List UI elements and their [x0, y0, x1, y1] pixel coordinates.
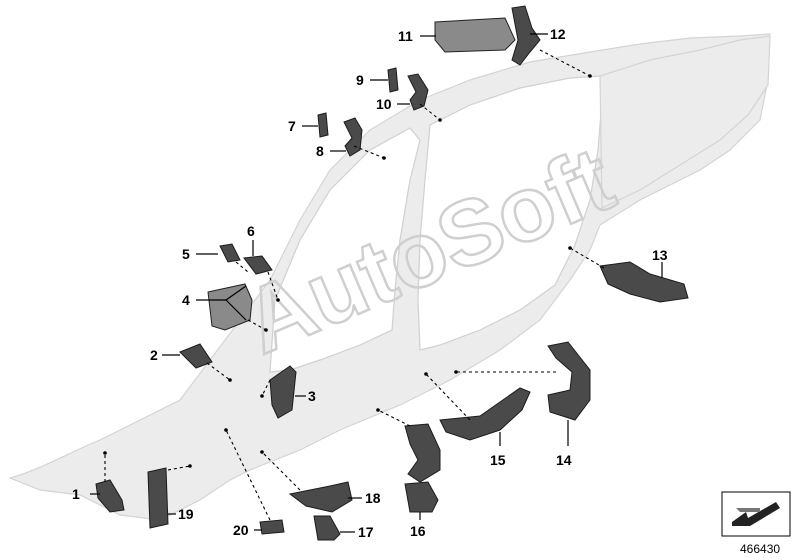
part-4 [207, 283, 253, 331]
part-16-lower [404, 481, 439, 513]
callout-3: 3 [308, 388, 316, 404]
callout-18: 18 [365, 490, 381, 506]
diagram-number: 466430 [740, 542, 780, 556]
part-10 [407, 73, 429, 111]
part-20 [259, 519, 285, 535]
part-2 [179, 343, 213, 369]
arrow-view-direction-icon [721, 491, 791, 537]
side-panel-body [8, 33, 771, 521]
callout-14: 14 [556, 452, 572, 468]
callout-8: 8 [316, 143, 324, 159]
leader-lines [90, 33, 663, 533]
callout-7: 7 [288, 118, 296, 134]
part-12 [511, 5, 541, 66]
callout-19: 19 [178, 506, 194, 522]
callout-10: 10 [376, 96, 392, 112]
part-16 [404, 423, 441, 483]
location-lines [104, 49, 605, 521]
part-9 [387, 67, 399, 93]
callout-11: 11 [398, 28, 413, 44]
callout-13: 13 [652, 247, 668, 263]
callout-17: 17 [358, 524, 374, 540]
callout-20: 20 [233, 522, 249, 538]
part-5 [219, 243, 241, 263]
part-shapes [95, 5, 689, 541]
part-18 [288, 481, 353, 513]
callout-4: 4 [182, 292, 190, 308]
callout-6: 6 [247, 223, 255, 239]
part-11 [434, 17, 516, 53]
part-19 [147, 467, 169, 529]
part-14 [547, 341, 591, 421]
callout-labels: 1 2 3 4 5 6 7 8 9 10 11 12 13 14 15 16 1… [72, 26, 668, 540]
callout-15: 15 [490, 452, 506, 468]
part-15 [439, 387, 531, 441]
callout-12: 12 [550, 26, 566, 42]
part-17 [313, 515, 341, 541]
part-6 [243, 255, 273, 275]
part-3 [269, 365, 297, 419]
part-8 [343, 117, 363, 157]
callout-16: 16 [410, 523, 426, 539]
location-dots [103, 74, 592, 468]
part-1 [95, 479, 125, 513]
part-7 [317, 112, 329, 138]
part-13 [599, 261, 689, 303]
callout-5: 5 [182, 246, 190, 262]
callout-1: 1 [72, 486, 80, 502]
callout-9: 9 [356, 72, 364, 88]
callout-2: 2 [150, 347, 158, 363]
